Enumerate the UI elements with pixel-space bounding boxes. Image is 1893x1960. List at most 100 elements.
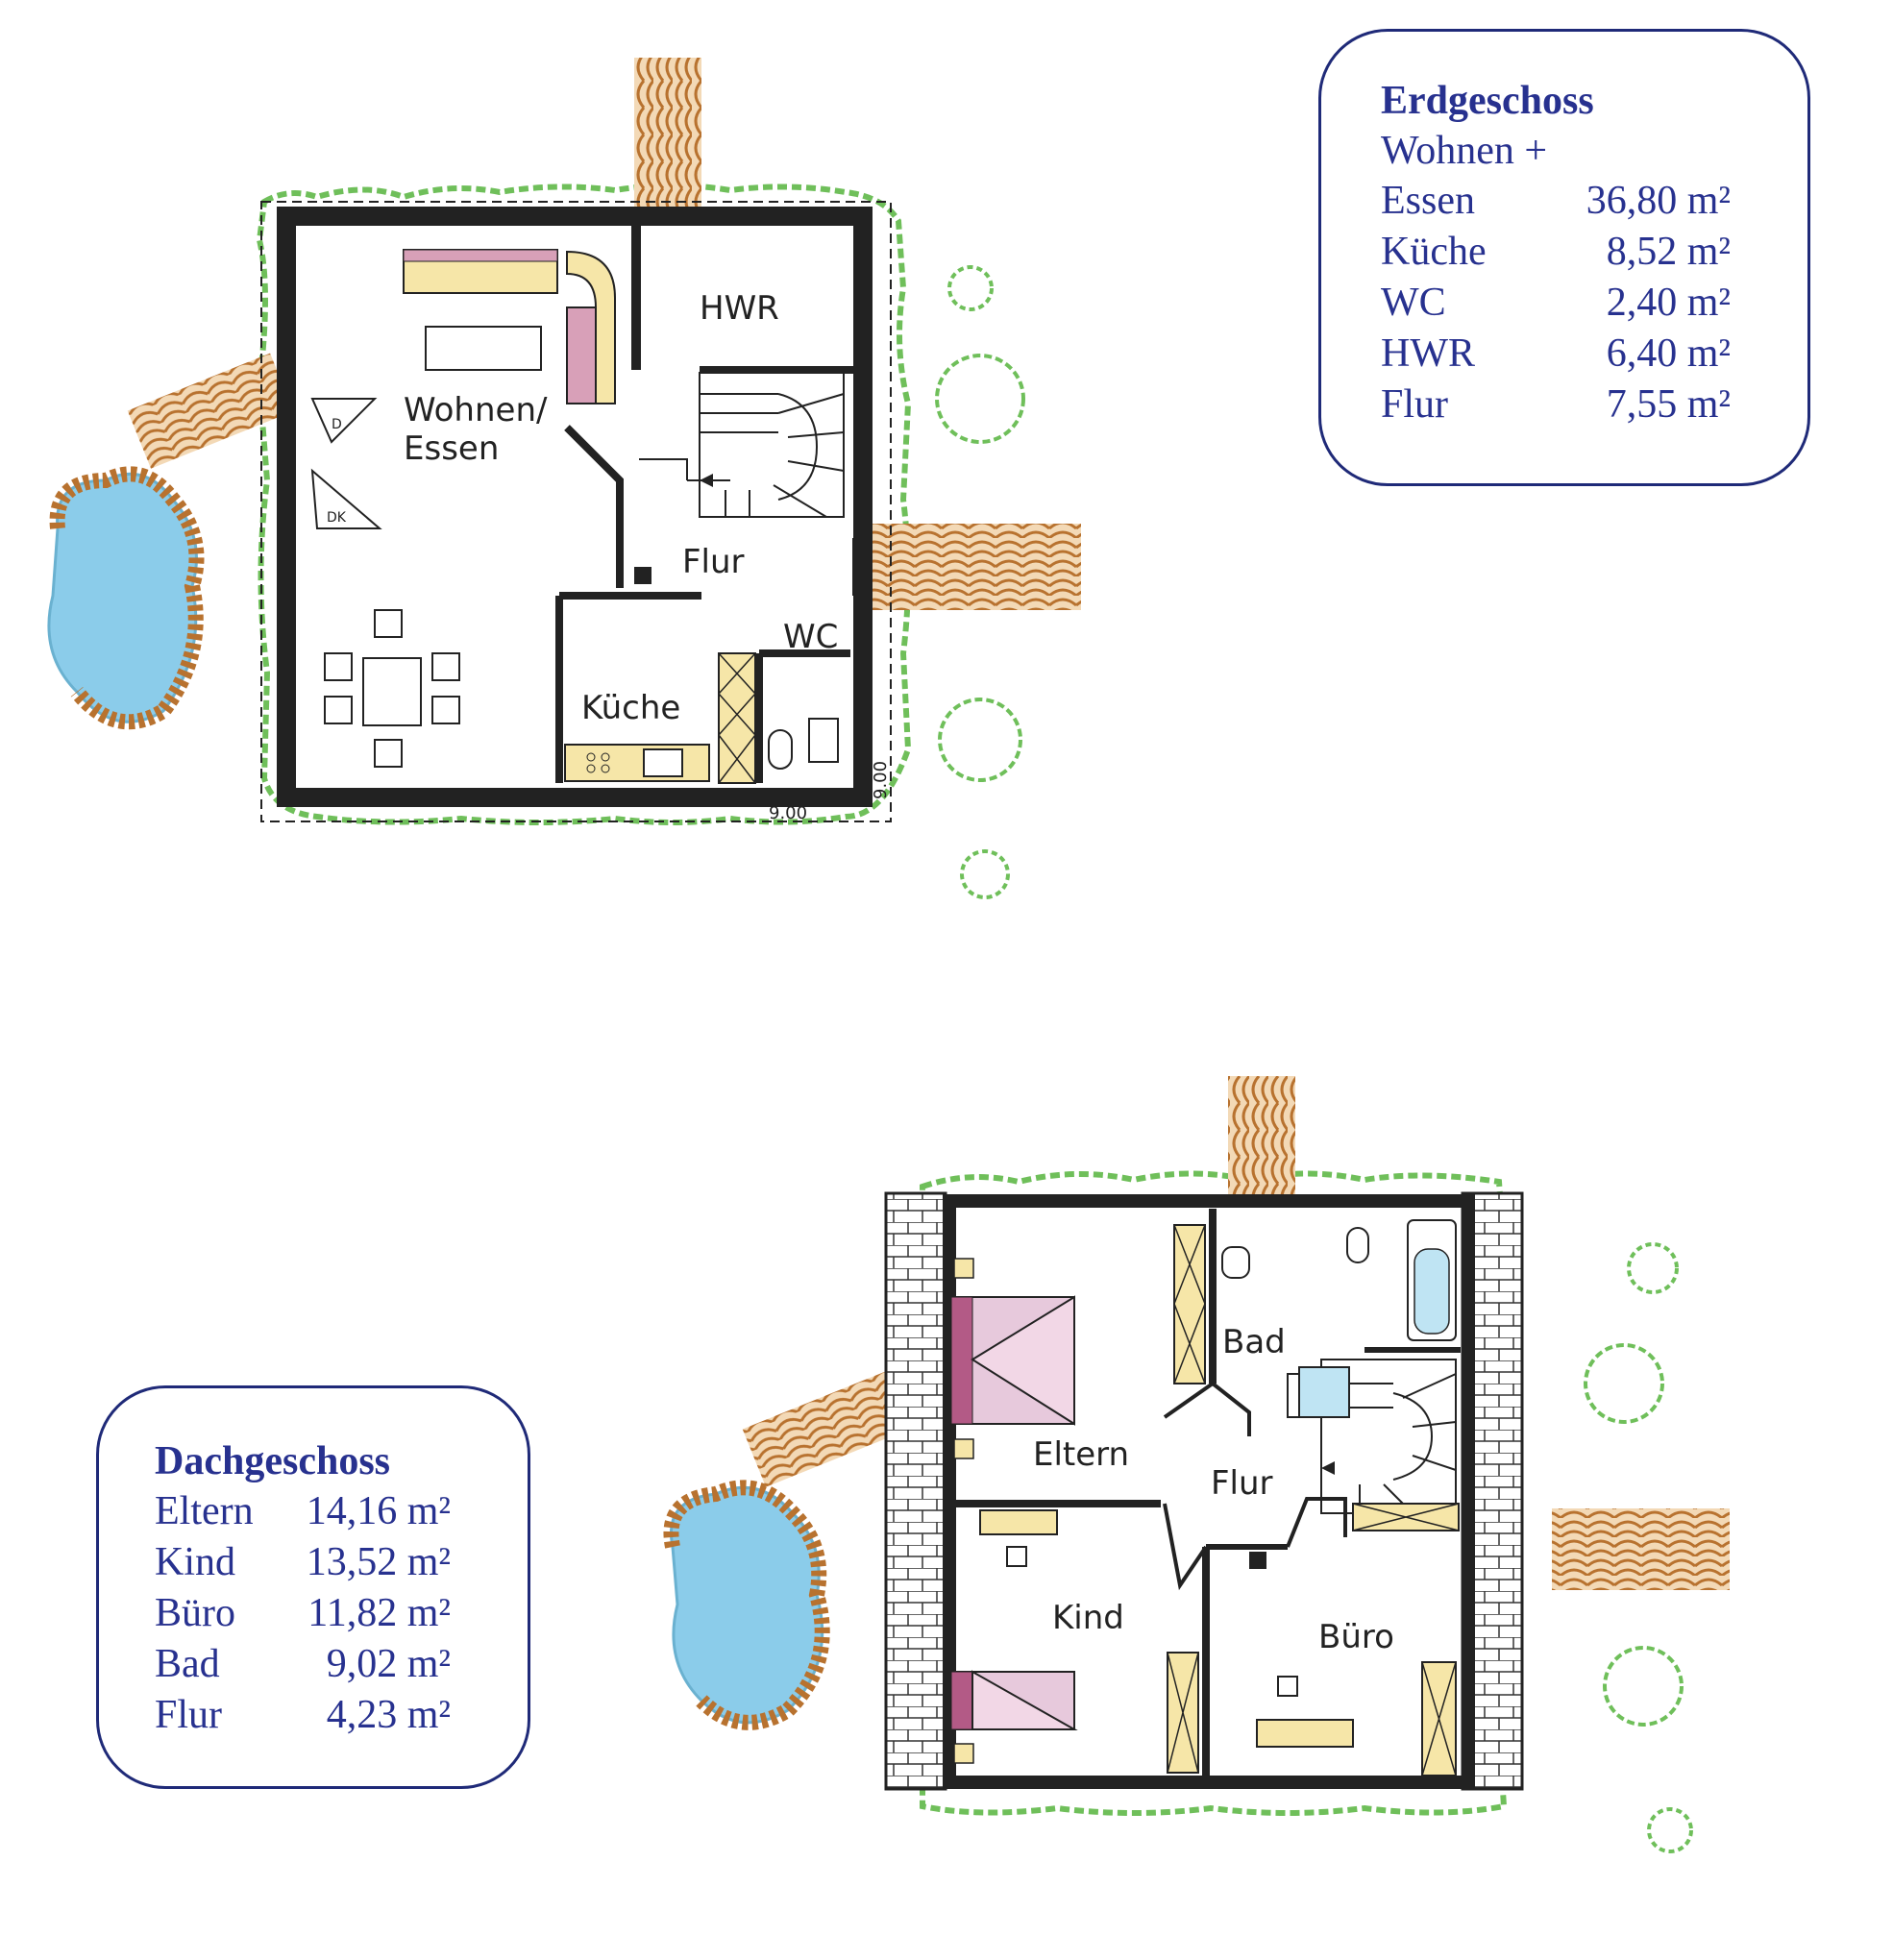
room-area: 36,80 m² (1586, 179, 1731, 223)
shrub-7 (1603, 1646, 1684, 1727)
bathtub-dg (1407, 1219, 1457, 1341)
area-row: Eltern 14,16 m² (155, 1486, 451, 1537)
area-row: Bad 9,02 m² (155, 1639, 451, 1690)
room-name: Eltern (155, 1489, 254, 1533)
overhang-eg (260, 201, 892, 822)
nightstand-1 (953, 1258, 974, 1279)
flur-diag-dg (1163, 1381, 1347, 1591)
erdgeschoss-title: Erdgeschoss (1381, 79, 1594, 123)
area-row: Essen 36,80 m² (1381, 176, 1731, 227)
area-row: Küche 8,52 m² (1381, 227, 1731, 278)
outer-wall-eg (277, 207, 873, 807)
shelf-flur (1352, 1503, 1460, 1531)
dimension-width-eg: 9.00 (769, 803, 807, 823)
shrub-5 (1627, 1242, 1679, 1294)
room-name: Flur (155, 1693, 223, 1737)
shrub-1 (935, 354, 1025, 444)
room-area: 14,16 m² (306, 1489, 451, 1533)
wc-fixtures-eg (768, 718, 839, 770)
chimney-eg (634, 567, 651, 584)
path-north-eg (634, 58, 701, 221)
path-ring-eg (49, 466, 205, 730)
label-wohnen-eg: Wohnen/ (404, 391, 548, 429)
label-bad-dg: Bad (1222, 1323, 1286, 1361)
chair-kind (1006, 1546, 1027, 1567)
nightstand-2 (953, 1438, 974, 1459)
stairs-eg (639, 372, 845, 518)
label-wc-eg: WC (783, 618, 838, 656)
area-row: HWR 6,40 m² (1381, 329, 1731, 380)
room-name: Essen (1381, 179, 1475, 223)
toilet-dg (1346, 1227, 1369, 1263)
room-name: Büro (155, 1591, 235, 1635)
room-name: Flur (1381, 382, 1449, 427)
room-area: 7,55 m² (1606, 382, 1731, 427)
wall-living-diag (564, 425, 624, 588)
desk-kind (979, 1509, 1058, 1535)
label-flur-eg: Flur (682, 543, 745, 581)
dachgeschoss-plan: Eltern Bad Flur Kind Büro (663, 1076, 1730, 1853)
dimension-depth-eg: 9.00 (871, 761, 891, 799)
coffee-table-eg (425, 326, 542, 371)
label-flur-dg: Flur (1211, 1464, 1273, 1503)
shrub-4 (947, 265, 994, 311)
room-name: HWR (1381, 331, 1475, 376)
desk-buero (1256, 1719, 1354, 1748)
room-area: 8,52 m² (1606, 230, 1731, 274)
room-name: Küche (1381, 230, 1487, 274)
sink-dg (1221, 1246, 1250, 1279)
path-east-eg (870, 524, 1081, 610)
dining-set-eg (324, 609, 460, 768)
nightstand-3 (953, 1743, 974, 1764)
room-name: Bad (155, 1642, 220, 1686)
kitchen-counter-eg (564, 652, 756, 784)
room-area: 2,40 m² (1606, 281, 1731, 325)
shrub-3 (960, 849, 1010, 899)
room-area: 6,40 m² (1606, 331, 1731, 376)
hedge-outline-eg (256, 183, 912, 825)
shrub-8 (1647, 1807, 1693, 1853)
label-hwr-eg: HWR (700, 289, 779, 328)
area-row: Flur 7,55 m² (1381, 380, 1731, 430)
path-west-dg (742, 1371, 909, 1487)
chair-buero (1277, 1676, 1298, 1697)
path-east-dg (1552, 1508, 1730, 1590)
bed-kind (950, 1670, 1078, 1730)
label-dk-eg: DK (327, 510, 347, 526)
chimney-dg (1249, 1552, 1266, 1569)
room-area: 9,02 m² (326, 1642, 451, 1686)
label-eltern-dg: Eltern (1033, 1435, 1129, 1474)
door-d-eg (310, 398, 378, 444)
label-d-eg: D (332, 417, 342, 432)
shrub-6 (1584, 1343, 1664, 1424)
erdgeschoss-plan: Wohnen/ Essen HWR Flur WC Küche D DK 9.0… (47, 58, 1081, 899)
label-essen-eg: Essen (404, 429, 499, 468)
label-kind-dg: Kind (1052, 1599, 1124, 1637)
area-row: Flur 4,23 m² (155, 1690, 451, 1741)
room-area: 11,82 m² (307, 1591, 451, 1635)
path-north-dg (1228, 1076, 1295, 1201)
room-name: Kind (155, 1540, 235, 1584)
erdgeschoss-subtitle: Wohnen + (1381, 129, 1548, 173)
path-ring-dg (663, 1480, 830, 1730)
hedge-outline-dg (920, 1170, 1512, 1816)
room-name: WC (1381, 281, 1446, 325)
label-kueche-eg: Küche (581, 689, 680, 727)
wardrobe-buero (1421, 1661, 1457, 1776)
area-row: WC 2,40 m² (1381, 278, 1731, 329)
roof-strip-west (884, 1191, 947, 1791)
wardrobe-eltern (1173, 1224, 1206, 1384)
erdgeschoss-area-box: Erdgeschoss Wohnen + Essen 36,80 m² Küche… (1318, 29, 1810, 486)
bed-eltern (950, 1295, 1075, 1426)
area-row: Büro 11,82 m² (155, 1588, 451, 1639)
wardrobe-kind (1167, 1652, 1199, 1774)
room-area: 4,23 m² (326, 1693, 451, 1737)
label-buero-dg: Büro (1318, 1618, 1394, 1656)
door-dk-eg (310, 468, 382, 529)
shower-dg (1298, 1366, 1350, 1418)
sofa-eg (403, 249, 616, 404)
outer-wall-dg (943, 1194, 1475, 1789)
